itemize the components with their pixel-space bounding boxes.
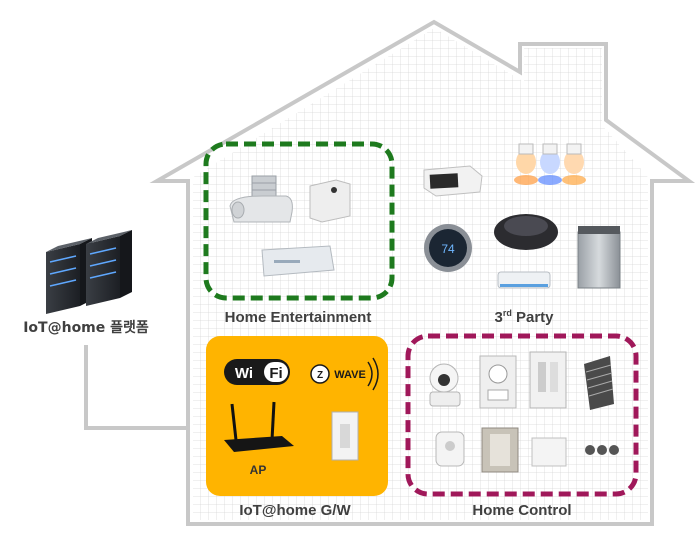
smart-bulb-icon	[514, 143, 586, 185]
entertainment-zone	[203, 141, 395, 301]
air-conditioner-icon	[497, 271, 551, 289]
gateway-label: IoT@home G/W	[239, 502, 351, 519]
thermostat-icon: 74	[424, 224, 472, 272]
settop-box-icon	[261, 245, 335, 277]
server-icon	[46, 230, 132, 314]
blind-icon	[584, 356, 614, 410]
robot-vacuum-icon	[494, 214, 558, 250]
alarm-clock-icon	[423, 165, 483, 197]
sensor-hub-icon	[531, 437, 567, 467]
wifi-logo-icon: Wi Fi	[224, 359, 290, 385]
switch-icon	[479, 355, 517, 409]
zwave-module-icon	[331, 411, 359, 461]
third-party-label: 3rd Party	[494, 308, 554, 326]
svg-text:WAVE: WAVE	[334, 369, 366, 381]
platform-label: IoT@home 플랫폼	[23, 319, 149, 336]
svg-text:Wi: Wi	[235, 365, 253, 382]
router-box-icon	[309, 179, 351, 223]
zwave-logo-icon: Z WAVE	[310, 357, 379, 391]
projector-icon	[229, 175, 293, 223]
gas-valve-icon	[481, 427, 519, 473]
door-sensor-icon	[529, 351, 567, 409]
ap-label: AP	[250, 463, 267, 477]
entertainment-label: Home Entertainment	[225, 309, 372, 326]
control-zone	[405, 333, 639, 497]
platform-connector	[84, 345, 188, 430]
svg-text:Z: Z	[317, 370, 323, 381]
svg-text:Fi: Fi	[269, 365, 282, 382]
smart-plug-icon	[435, 431, 465, 467]
control-label: Home Control	[472, 502, 571, 519]
remote-icon	[585, 445, 619, 455]
svg-text:74: 74	[441, 242, 455, 256]
washing-machine-icon	[577, 226, 621, 289]
wireless-router-icon	[224, 401, 294, 452]
camera-icon	[429, 363, 461, 407]
